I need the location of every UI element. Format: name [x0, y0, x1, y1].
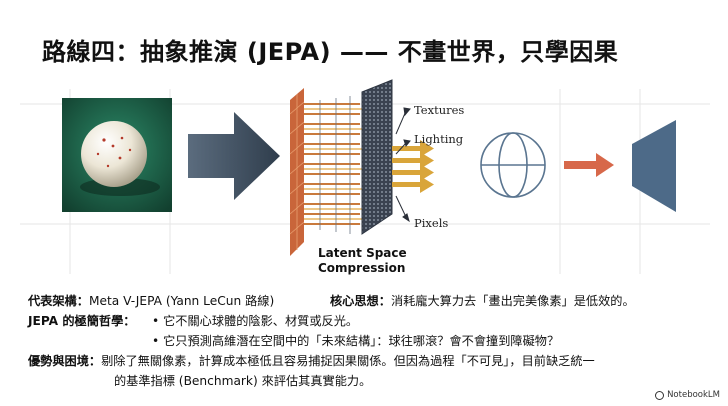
latent-caption-line2: Compression	[318, 261, 406, 275]
label-pixels: Pixels	[414, 216, 449, 230]
slide-body: 代表架構：Meta V-JEPA (Yann LeCun 路線) 核心思想：消耗…	[28, 291, 635, 391]
prediction-screen	[632, 120, 676, 212]
latent-space-caption: Latent Space Compression	[318, 246, 407, 276]
phil-point-1: • 它不關心球體的陰影、材質或反光。	[152, 314, 359, 328]
latent-globe	[480, 132, 546, 198]
core-label: 核心思想：	[330, 294, 391, 308]
watermark-text: NotebookLM	[667, 390, 720, 400]
input-arrow	[188, 112, 280, 200]
latent-caption-line1: Latent Space	[318, 246, 407, 260]
label-textures: Textures	[414, 103, 465, 117]
rep-label: 代表架構：	[28, 294, 89, 308]
slide-title: 路線四：抽象推演 (JEPA) —— 不畫世界，只學因果	[42, 38, 619, 66]
adv-value-2: 的基準指標 (Benchmark) 來評估其真實能力。	[114, 374, 372, 388]
core-idea: 核心思想：消耗龐大算力去「畫出完美像素」是低效的。	[330, 291, 635, 311]
phil-point-2: • 它只預測高維潛在空間中的「未來結構」：球往哪滾？會不會撞到障礙物？	[152, 334, 560, 348]
core-value: 消耗龐大算力去「畫出完美像素」是低效的。	[390, 294, 635, 308]
row-philosophy-2: • 它只預測高維潛在空間中的「未來結構」：球往哪滾？會不會撞到障礙物？	[28, 331, 595, 351]
diagram-graphics	[20, 79, 710, 274]
row-representative: 代表架構：Meta V-JEPA (Yann LeCun 路線) 核心思想：消耗…	[28, 291, 635, 311]
label-lighting: Lighting	[414, 132, 464, 146]
row-advantages-2: 的基準指標 (Benchmark) 來評估其真實能力。	[28, 371, 595, 391]
latent-output-arrows	[392, 140, 434, 193]
rep-value: Meta V-JEPA (Yann LeCun 路線)	[88, 294, 275, 308]
row-advantages-1: 優勢與困境：剔除了無關像素，計算成本極低且容易捕捉因果關係。但因為過程「不可見」…	[28, 351, 595, 371]
notebooklm-watermark: NotebookLM	[655, 390, 720, 400]
notebooklm-icon	[655, 390, 665, 400]
latent-lattice	[289, 79, 393, 256]
prediction-arrow	[564, 153, 614, 177]
jepa-diagram: Textures Lighting Pixels Latent Space Co…	[0, 74, 728, 284]
phil-label: JEPA 的極簡哲學：	[28, 314, 136, 328]
feature-pointers	[395, 107, 411, 223]
adv-label: 優勢與困境：	[28, 354, 102, 368]
row-philosophy-1: JEPA 的極簡哲學： • 它不關心球體的陰影、材質或反光。	[28, 311, 595, 331]
adv-value-1: 剔除了無關像素，計算成本極低且容易捕捉因果關係。但因為過程「不可見」，目前缺乏統…	[101, 354, 595, 368]
billiard-ball-image	[62, 98, 172, 212]
